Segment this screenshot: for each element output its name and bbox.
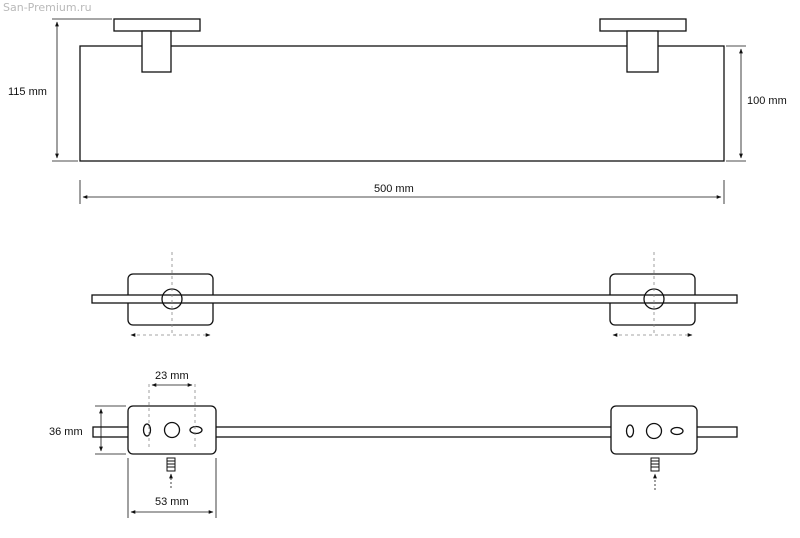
watermark: San-Premium.ru [3,1,92,14]
mount-plate-left [127,405,217,455]
slot-hole-right-b [670,426,684,436]
bracket-cap-right [599,18,687,32]
slot-hole-left-a [142,423,152,437]
front-view [79,18,725,162]
label-length: 500 mm [374,183,414,195]
side-view-guides [130,252,693,337]
label-height-total: 115 mm [8,86,47,98]
center-hole-right [645,422,663,440]
label-hole-spacing: 23 mm [155,370,189,382]
label-bracket-width: 53 mm [155,496,189,508]
glass-shelf-top [91,294,738,304]
mount-view [92,405,738,455]
dim-length [79,180,725,204]
side-view [91,273,738,326]
mount-guides [148,384,196,450]
bracket-stem-right [626,30,659,73]
center-hole-left [163,421,181,439]
dim-height-total [52,18,112,162]
label-height-glass: 100 mm [747,95,787,107]
slot-hole-left-b [189,425,203,435]
bracket-cap-left [113,18,201,32]
label-bracket-depth: 36 mm [49,426,83,438]
slot-hole-right-a [625,424,635,438]
screw-right [650,457,660,472]
mount-plate-right [610,405,698,455]
dim-bracket-width [127,458,217,518]
dim-height-glass [726,45,746,162]
glass-shelf-front [79,45,725,162]
screw-left [166,457,176,472]
mount-rod [92,426,738,438]
dim-bracket-depth [95,405,126,455]
bracket-stem-left [141,30,172,73]
